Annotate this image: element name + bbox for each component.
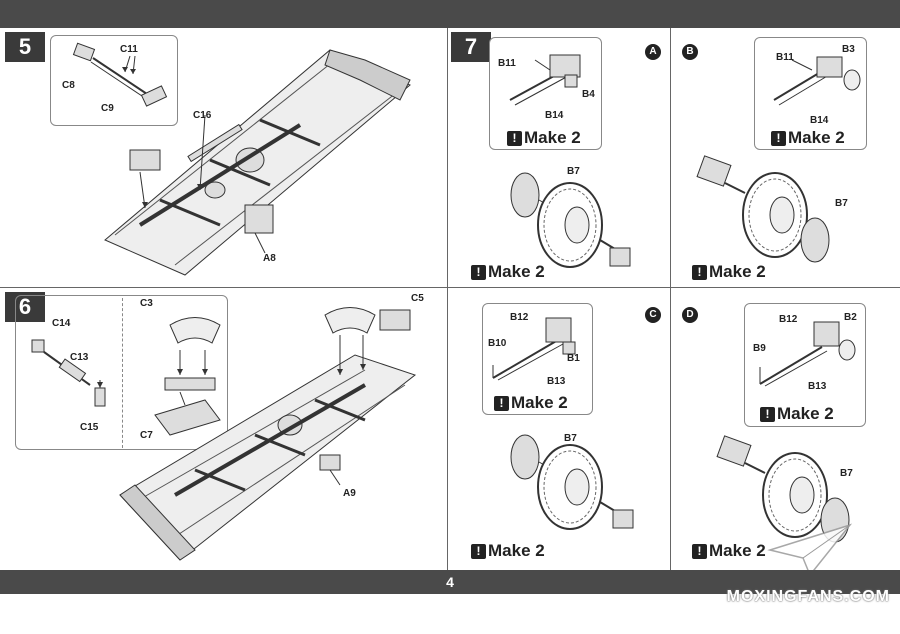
panel-d-inset [744, 303, 866, 427]
label-c-b13: B13 [547, 376, 566, 387]
label-c-b1: B1 [567, 353, 580, 364]
label-d-b13: B13 [808, 381, 827, 392]
panel-c-make-inset: ! Make 2 [494, 393, 568, 413]
panel-b-inset-drawing [773, 56, 861, 106]
exclamation-icon: ! [771, 130, 786, 146]
label-a-b14: B14 [545, 110, 564, 121]
top-bar [0, 0, 900, 28]
page-number: 4 [446, 574, 454, 590]
step-5-inset-parts-drawing [72, 42, 168, 107]
label-c5: C5 [411, 293, 424, 304]
panel-c-badge: C [645, 307, 661, 323]
panel-d-make-wheel-text: Make 2 [709, 541, 766, 560]
label-d-b7: B7 [840, 468, 853, 479]
label-b-b14: B14 [810, 115, 829, 126]
label-c16: C16 [193, 110, 212, 121]
panel-b-make-wheel-text: Make 2 [709, 262, 766, 281]
divider-vertical-step7 [670, 28, 671, 570]
step-5-chassis-drawing [104, 49, 411, 276]
panel-d-inset-drawing [759, 321, 856, 387]
exclamation-icon: ! [692, 543, 707, 559]
panel-c-wheel-drawing [510, 434, 634, 530]
label-c-b12: B12 [510, 312, 529, 323]
exclamation-icon: ! [494, 395, 509, 411]
bottom-bar [0, 570, 900, 594]
step-6-number: 6 [5, 292, 45, 322]
label-b-b7: B7 [835, 198, 848, 209]
panel-a-make-inset-text: Make 2 [524, 128, 581, 147]
watermark: MOXINGFANS.COM [726, 588, 890, 605]
label-d-b9: B9 [753, 343, 766, 354]
label-c8: C8 [62, 80, 75, 91]
panel-b-make-inset: ! Make 2 [771, 128, 845, 148]
exclamation-icon: ! [692, 264, 707, 280]
label-b-b11: B11 [776, 52, 794, 63]
panel-a-inset-drawing [509, 54, 581, 106]
panel-a-make-wheel-text: Make 2 [488, 262, 545, 281]
panel-c-make-wheel-text: Make 2 [488, 541, 545, 560]
label-c14: C14 [52, 318, 71, 329]
label-c15: C15 [80, 422, 99, 433]
panel-c-make-wheel: ! Make 2 [471, 541, 545, 561]
divider-vertical-main [447, 28, 448, 570]
panel-d-make-wheel: ! Make 2 [692, 541, 766, 561]
step-6-chassis-drawing [119, 307, 417, 561]
exclamation-icon: ! [471, 543, 486, 559]
label-a-b11: B11 [498, 58, 516, 69]
label-a-b4: B4 [582, 89, 595, 100]
label-b-b3: B3 [842, 44, 855, 55]
panel-a-make-inset: ! Make 2 [507, 128, 581, 148]
panel-a-badge: A [645, 44, 661, 60]
label-c3: C3 [140, 298, 153, 309]
panel-b-make-inset-text: Make 2 [788, 128, 845, 147]
panel-c-inset-drawing [492, 317, 576, 381]
panel-d-make-inset-text: Make 2 [777, 404, 834, 423]
step-6-inset-separator [122, 298, 123, 448]
label-a-b7: B7 [567, 166, 580, 177]
step-5-number: 5 [5, 32, 45, 62]
step-6-inset-parts-drawing [31, 317, 221, 436]
label-c11: C11 [120, 44, 138, 55]
label-c13: C13 [70, 352, 89, 363]
label-c7: C7 [140, 430, 153, 441]
step-5-inset [50, 35, 178, 126]
label-c-b7: B7 [564, 433, 577, 444]
label-d-b12: B12 [779, 314, 798, 325]
exclamation-icon: ! [507, 130, 522, 146]
divider-horizontal [0, 287, 900, 288]
exclamation-icon: ! [471, 264, 486, 280]
label-a9: A9 [343, 488, 356, 499]
panel-d-badge: D [682, 307, 698, 323]
panel-b-wheel-drawing [696, 155, 830, 263]
panel-b-badge: B [682, 44, 698, 60]
label-d-b2: B2 [844, 312, 857, 323]
step-6-inset [15, 295, 228, 450]
step-7-number: 7 [451, 32, 491, 62]
panel-b-make-wheel: ! Make 2 [692, 262, 766, 282]
exclamation-icon: ! [760, 406, 775, 422]
panel-a-wheel-drawing [510, 172, 631, 268]
label-c-b10: B10 [488, 338, 507, 349]
panel-a-make-wheel: ! Make 2 [471, 262, 545, 282]
label-c9: C9 [101, 103, 114, 114]
label-a8: A8 [263, 253, 276, 264]
panel-c-make-inset-text: Make 2 [511, 393, 568, 412]
panel-d-make-inset: ! Make 2 [760, 404, 834, 424]
